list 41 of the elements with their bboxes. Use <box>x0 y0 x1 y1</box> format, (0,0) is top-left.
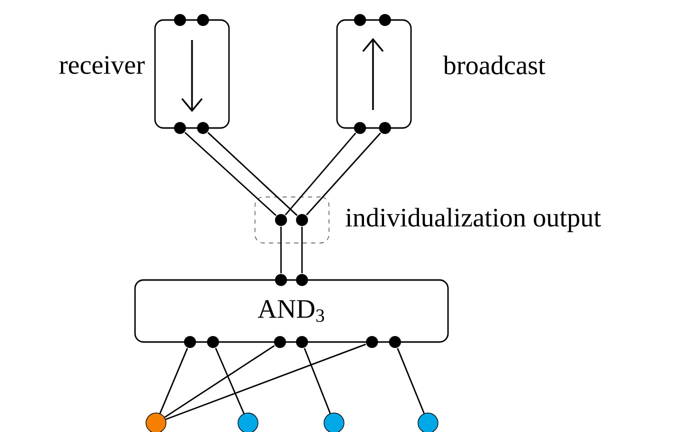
connector-line <box>280 226 282 274</box>
port-dot <box>354 122 366 134</box>
input-circle <box>238 412 258 432</box>
port-dot <box>207 336 219 348</box>
port-dot <box>275 274 287 286</box>
input-circle <box>418 412 438 432</box>
port-dot <box>296 214 308 226</box>
port-dot <box>274 336 286 348</box>
port-dot <box>366 336 378 348</box>
connector-line <box>215 348 245 414</box>
port-dot <box>296 274 308 286</box>
connector-line <box>164 345 275 418</box>
node-label: broadcast <box>443 56 546 74</box>
input-circle <box>146 412 166 432</box>
port-dot <box>275 214 287 226</box>
connector-line <box>159 348 188 414</box>
connector-line <box>207 132 298 216</box>
connector-line <box>301 226 303 274</box>
port-dot <box>184 336 196 348</box>
node-label: receiver <box>59 56 145 74</box>
port-dot <box>296 336 308 348</box>
connector-line <box>165 344 366 420</box>
port-dot <box>197 14 209 26</box>
port-dot <box>379 122 391 134</box>
dashed-box <box>254 196 330 244</box>
connector-line <box>284 132 356 216</box>
input-circle <box>324 412 344 432</box>
connector-line <box>184 132 277 216</box>
rounded-box <box>336 19 412 129</box>
gate-box: AND$_{3}$ <box>134 279 449 343</box>
connector-line <box>396 348 425 414</box>
port-dot <box>174 14 186 26</box>
port-dot <box>379 14 391 26</box>
node-label: individualization output <box>346 208 601 232</box>
port-dot <box>354 14 366 26</box>
rounded-box <box>154 19 230 129</box>
port-dot <box>197 122 209 134</box>
connector-line <box>306 132 382 216</box>
port-dot <box>174 122 186 134</box>
port-dot <box>389 336 401 348</box>
connector-line <box>304 348 331 414</box>
